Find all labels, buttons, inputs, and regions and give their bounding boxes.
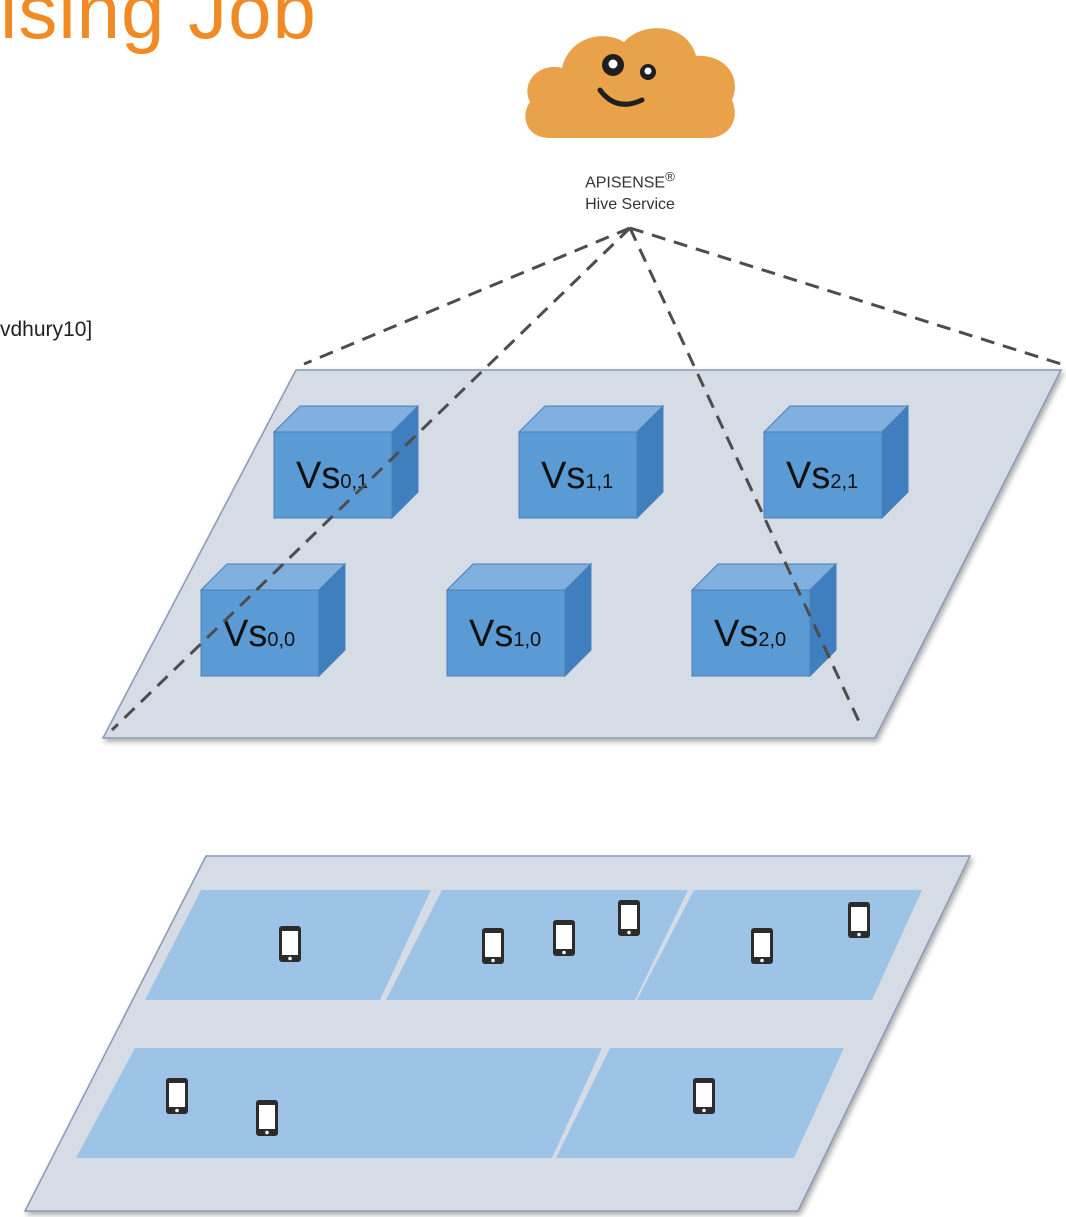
smartphone-icon — [693, 1078, 715, 1114]
smartphone-icon — [279, 926, 301, 962]
citation-text: vdhury10] — [0, 318, 93, 341]
service-name: APISENSE — [585, 174, 666, 192]
virtual-sensor-label: Vs2,0 — [714, 613, 786, 655]
smartphone-icon — [618, 900, 640, 936]
virtual-sensor-cube: Vs0,0 — [199, 562, 347, 678]
virtual-sensor-label: Vs0,1 — [296, 455, 368, 497]
connection-line — [629, 226, 1062, 366]
virtual-sensor-cube: Vs2,0 — [690, 562, 838, 678]
virtual-sensor-label: Vs2,1 — [786, 455, 858, 497]
smartphone-icon — [256, 1100, 278, 1136]
virtual-sensor-label: Vs1,0 — [469, 613, 541, 655]
virtual-sensor-cube: Vs0,1 — [272, 404, 420, 520]
service-label: APISENSE® Hive Service — [540, 166, 720, 216]
virtual-sensor-cube: Vs1,0 — [445, 562, 593, 678]
registered-mark: ® — [665, 169, 675, 184]
smartphone-icon — [482, 928, 504, 964]
virtual-sensor-cube: Vs2,1 — [762, 404, 910, 520]
cloud-logo-icon — [525, 28, 735, 139]
virtual-sensor-label: Vs1,1 — [541, 455, 613, 497]
virtual-sensor-cube: Vs1,1 — [517, 404, 665, 520]
smartphone-icon — [848, 902, 870, 938]
region — [386, 890, 688, 1000]
connection-lines — [110, 226, 1062, 732]
region — [310, 1048, 602, 1158]
service-subtitle: Hive Service — [585, 196, 675, 214]
smartphone-icon — [751, 928, 773, 964]
connection-line — [110, 226, 632, 732]
smartphone-icon — [166, 1078, 188, 1114]
smartphone-icon — [553, 920, 575, 956]
virtual-sensor-label: Vs0,0 — [223, 613, 295, 655]
page-title: ising Job — [0, 0, 317, 55]
connection-line — [303, 226, 631, 366]
region — [76, 1048, 378, 1158]
